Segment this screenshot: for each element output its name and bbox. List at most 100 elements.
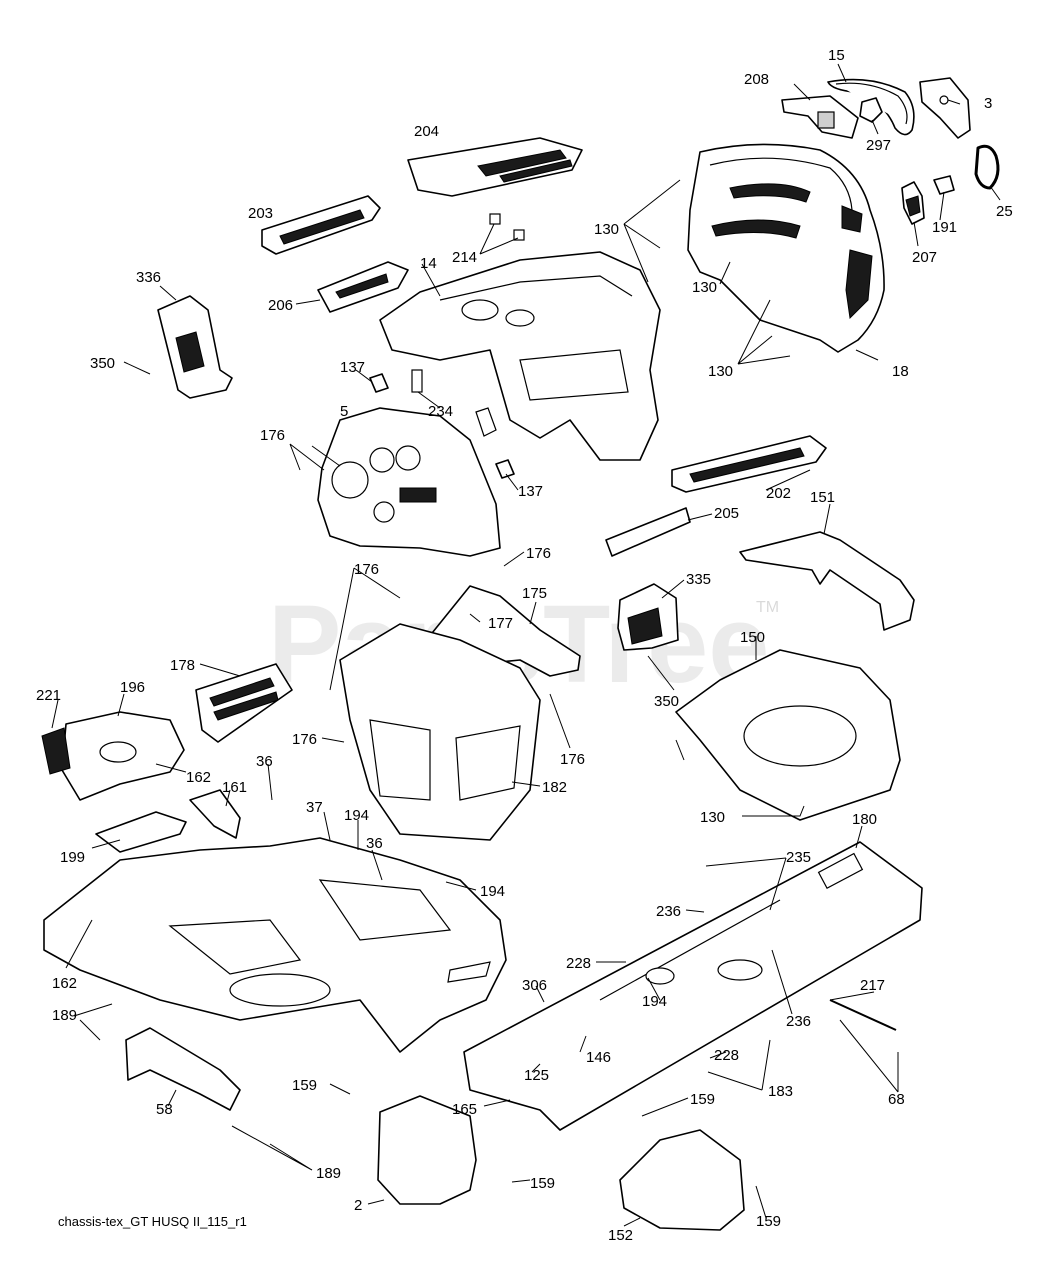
callout-137-a[interactable]: 137	[340, 359, 365, 376]
callout-236-a[interactable]: 236	[656, 903, 681, 920]
part-151-bracket[interactable]	[739, 531, 915, 631]
callout-152[interactable]: 152	[608, 1227, 633, 1244]
callout-159-d[interactable]: 159	[756, 1213, 781, 1230]
callout-25[interactable]: 25	[996, 203, 1013, 220]
part-335-side-panel[interactable]	[617, 583, 679, 651]
callout-159-c[interactable]: 159	[530, 1175, 555, 1192]
part-182-front-panel[interactable]	[339, 623, 541, 841]
callout-204[interactable]: 204	[414, 123, 439, 140]
callout-221[interactable]: 221	[36, 687, 61, 704]
part-3-bracket[interactable]	[919, 77, 971, 139]
callout-176-c[interactable]: 176	[354, 561, 379, 578]
callout-183[interactable]: 183	[768, 1083, 793, 1100]
callout-205[interactable]: 205	[714, 505, 739, 522]
part-180-frame[interactable]	[463, 841, 923, 1131]
part-18-hood[interactable]	[687, 143, 885, 353]
callout-159-a[interactable]: 159	[292, 1077, 317, 1094]
callout-2[interactable]: 2	[354, 1197, 362, 1214]
callout-125[interactable]: 125	[524, 1067, 549, 1084]
part-161-bracket[interactable]	[189, 789, 241, 839]
callout-194-a[interactable]: 194	[344, 807, 369, 824]
callout-207[interactable]: 207	[912, 249, 937, 266]
part-205-trim[interactable]	[605, 507, 691, 557]
callout-162-a[interactable]: 162	[186, 769, 211, 786]
part-191-clip[interactable]	[933, 175, 955, 195]
part-196-headlight-housing[interactable]	[61, 711, 185, 801]
part-137-clip-a[interactable]	[369, 373, 389, 393]
callout-350-a[interactable]: 350	[90, 355, 115, 372]
callout-18[interactable]: 18	[892, 363, 909, 380]
callout-36-b[interactable]: 36	[366, 835, 383, 852]
callout-194-c[interactable]: 194	[642, 993, 667, 1010]
callout-306[interactable]: 306	[522, 977, 547, 994]
callout-3[interactable]: 3	[984, 95, 992, 112]
part-214-clips[interactable]	[489, 213, 525, 241]
callout-37[interactable]: 37	[306, 799, 323, 816]
callout-178[interactable]: 178	[170, 657, 195, 674]
callout-297[interactable]: 297	[866, 137, 891, 154]
part-2-mount[interactable]	[377, 1095, 477, 1205]
callout-150[interactable]: 150	[740, 629, 765, 646]
callout-235[interactable]: 235	[786, 849, 811, 866]
callout-162-b[interactable]: 162	[52, 975, 77, 992]
callout-130-d[interactable]: 130	[700, 809, 725, 826]
callout-159-b[interactable]: 159	[690, 1091, 715, 1108]
callout-177[interactable]: 177	[488, 615, 513, 632]
callout-5[interactable]: 5	[340, 403, 348, 420]
part-207-light[interactable]	[901, 181, 925, 225]
callout-196[interactable]: 196	[120, 679, 145, 696]
part-14-dash[interactable]	[379, 251, 661, 461]
callout-228-b[interactable]: 228	[714, 1047, 739, 1064]
callout-151[interactable]: 151	[810, 489, 835, 506]
part-199-trim[interactable]	[95, 811, 187, 853]
callout-236-b[interactable]: 236	[786, 1013, 811, 1030]
callout-15[interactable]: 15	[828, 47, 845, 64]
part-25-gasket[interactable]	[974, 144, 1000, 190]
callout-217[interactable]: 217	[860, 977, 885, 994]
callout-194-b[interactable]: 194	[480, 883, 505, 900]
callout-206[interactable]: 206	[268, 297, 293, 314]
callout-58[interactable]: 58	[156, 1101, 173, 1118]
part-150-floor[interactable]	[675, 649, 901, 821]
callout-189-b[interactable]: 189	[316, 1165, 341, 1182]
callout-165[interactable]: 165	[452, 1101, 477, 1118]
callout-14[interactable]: 14	[420, 255, 437, 272]
part-203-grille[interactable]	[261, 195, 381, 255]
callout-335[interactable]: 335	[686, 571, 711, 588]
callout-336[interactable]: 336	[136, 269, 161, 286]
part-336-side-panel[interactable]	[157, 295, 233, 399]
callout-176-d[interactable]: 176	[292, 731, 317, 748]
part-152-mount[interactable]	[619, 1129, 745, 1231]
callout-176-e[interactable]: 176	[560, 751, 585, 768]
callout-130-c[interactable]: 130	[708, 363, 733, 380]
callout-130-b[interactable]: 130	[692, 279, 717, 296]
part-137-clip-b[interactable]	[495, 459, 515, 479]
callout-189-a[interactable]: 189	[52, 1007, 77, 1024]
callout-214[interactable]: 214	[452, 249, 477, 266]
callout-176-a[interactable]: 176	[260, 427, 285, 444]
callout-161[interactable]: 161	[222, 779, 247, 796]
callout-180[interactable]: 180	[852, 811, 877, 828]
callout-228-a[interactable]: 228	[566, 955, 591, 972]
part-297-clip[interactable]	[859, 97, 883, 123]
callout-137-b[interactable]: 137	[518, 483, 543, 500]
part-58-bracket[interactable]	[125, 1027, 241, 1111]
callout-191[interactable]: 191	[932, 219, 957, 236]
part-204-panel[interactable]	[407, 137, 583, 197]
callout-176-b[interactable]: 176	[526, 545, 551, 562]
part-206-panel[interactable]	[317, 261, 409, 313]
callout-182[interactable]: 182	[542, 779, 567, 796]
callout-208[interactable]: 208	[744, 71, 769, 88]
part-178-vent-plate[interactable]	[195, 663, 293, 743]
callout-175[interactable]: 175	[522, 585, 547, 602]
part-234-strip[interactable]	[411, 369, 497, 437]
callout-199[interactable]: 199	[60, 849, 85, 866]
part-208-bracket[interactable]	[781, 95, 859, 139]
callout-68[interactable]: 68	[888, 1091, 905, 1108]
callout-203[interactable]: 203	[248, 205, 273, 222]
part-221-lens[interactable]	[41, 727, 71, 775]
part-217-rod[interactable]	[829, 999, 897, 1031]
callout-130-a[interactable]: 130	[594, 221, 619, 238]
callout-350-b[interactable]: 350	[654, 693, 679, 710]
callout-234[interactable]: 234	[428, 403, 453, 420]
